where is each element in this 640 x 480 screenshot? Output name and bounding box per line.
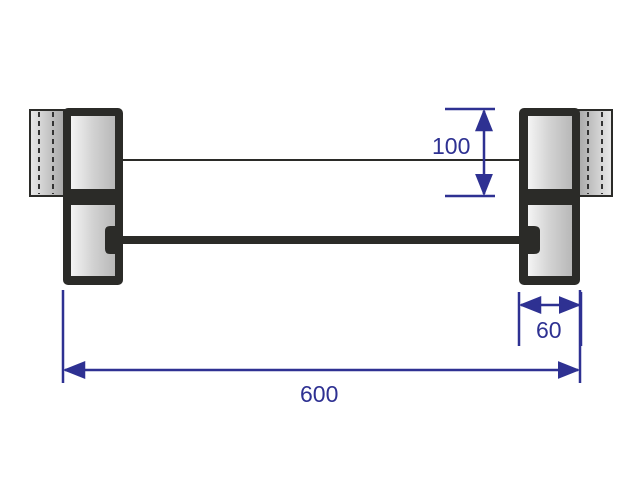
sash-bar bbox=[108, 236, 532, 244]
right-side-strip bbox=[577, 109, 613, 197]
height-dimension bbox=[445, 107, 495, 198]
height-dimension-label: 100 bbox=[432, 133, 470, 159]
frame-width-dimension-label: 60 bbox=[536, 317, 562, 343]
total-width-dimension-label: 600 bbox=[300, 381, 338, 407]
left-frame-profile bbox=[63, 108, 123, 285]
total-width-dimension bbox=[61, 290, 582, 383]
left-side-strip bbox=[29, 109, 65, 197]
right-frame-profile bbox=[519, 108, 580, 285]
